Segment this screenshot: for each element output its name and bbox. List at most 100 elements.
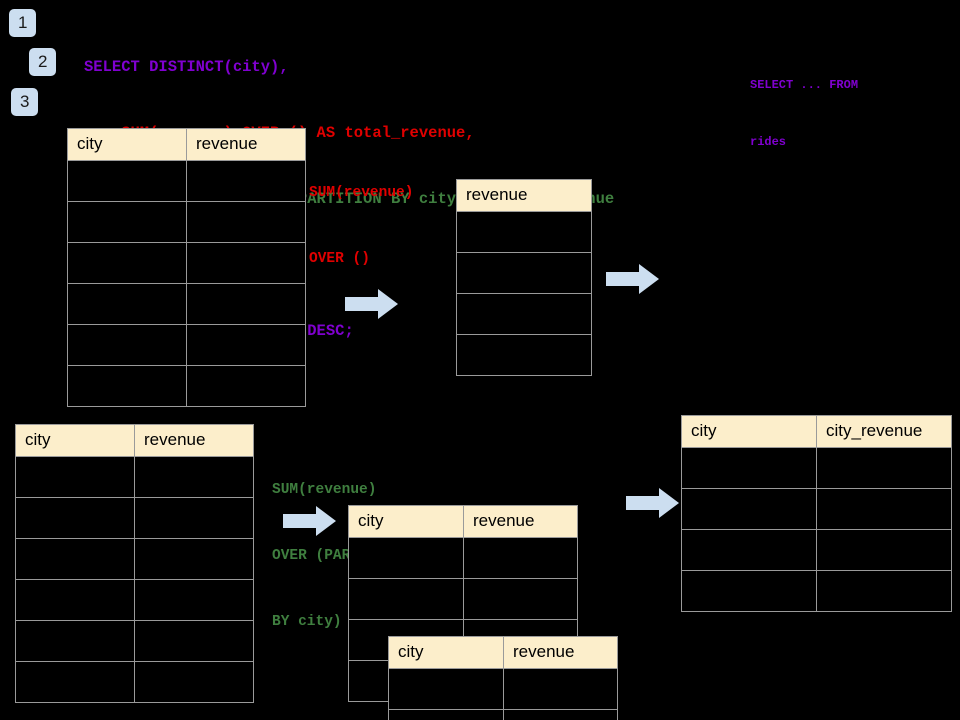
column-header-revenue: revenue [463,505,578,538]
column-header-revenue: revenue [456,179,592,212]
table-row [67,160,306,202]
table-cell [463,578,578,620]
table-cell [388,709,504,720]
column-header-revenue: revenue [134,424,254,457]
table-cell [67,160,187,202]
table-row [15,661,254,703]
table-cell [456,252,592,294]
table-row [681,488,952,530]
annotation-city-revenue-line-3: BY city) [272,614,342,630]
table-cell [348,537,464,579]
total-revenue-table: revenue [456,179,592,376]
table-cell [456,334,592,376]
select-from-rides-note: SELECT ... FROM rides [750,38,858,190]
table-cell [134,579,254,621]
table-cell [681,570,817,612]
column-header-city: city [388,636,504,669]
table-row [456,252,592,294]
table-cell [681,488,817,530]
table-row [15,538,254,580]
table-cell [816,447,952,489]
table-row [456,334,592,376]
table-row [681,447,952,489]
table-row [681,529,952,571]
table-cell [15,538,135,580]
table-cell [186,242,306,284]
select-from-rides-note-line-1: SELECT ... FROM [750,78,859,92]
table-row [67,201,306,243]
arrow-partition-to-result [626,487,680,519]
column-header-city: city [681,415,817,448]
table-cell [816,488,952,530]
table-row [67,365,306,407]
table-cell [503,709,618,720]
step-badge-2: 2 [29,48,57,76]
table-cell [15,661,135,703]
table-row [67,242,306,284]
result-table: city city_revenue [681,415,952,612]
arrow-rides-to-total [345,288,399,320]
column-header-city: city [348,505,464,538]
table-header-row: city revenue [348,505,578,538]
table-cell [15,456,135,498]
arrow-rides-to-partition [283,505,337,537]
table-cell [67,201,187,243]
table-row [456,211,592,253]
table-cell [503,668,618,710]
sql-line-1: SELECT DISTINCT(city), [84,58,289,76]
table-row [15,620,254,662]
select-from-rides-note-line-2: rides [750,135,787,149]
table-cell [134,456,254,498]
table-row [388,709,618,720]
table-cell [681,447,817,489]
table-header-row: city revenue [15,424,254,457]
table-cell [463,537,578,579]
column-header-city: city [15,424,135,457]
table-row [15,497,254,539]
table-row [67,283,306,325]
table-cell [186,365,306,407]
table-row [388,668,618,710]
table-cell [134,497,254,539]
table-header-row: city revenue [67,128,306,161]
annotation-total-revenue-line-2: OVER () [309,251,370,267]
table-cell [134,538,254,580]
table-row [456,293,592,335]
table-row [348,578,578,620]
annotation-total-revenue: SUM(revenue) OVER () [309,138,413,314]
table-cell [388,668,504,710]
arrow-total-to-result [606,263,660,295]
table-cell [134,661,254,703]
table-cell [456,211,592,253]
table-row [681,570,952,612]
table-header-row: city city_revenue [681,415,952,448]
step-badge-3: 3 [11,88,39,116]
table-cell [186,324,306,366]
column-header-city-revenue: city_revenue [816,415,952,448]
column-header-revenue: revenue [186,128,306,161]
table-cell [67,324,187,366]
table-cell [15,620,135,662]
table-cell [67,365,187,407]
step-badge-1: 1 [9,9,37,37]
rides-source-table-bottom: city revenue [15,424,254,703]
table-cell [348,578,464,620]
table-cell [816,529,952,571]
annotation-city-revenue: SUM(revenue) OVER (PARTITION BY city) [272,435,403,677]
table-cell [67,283,187,325]
table-row [67,324,306,366]
annotation-city-revenue-line-1: SUM(revenue) [272,482,377,498]
table-cell [15,497,135,539]
table-header-row: revenue [456,179,592,212]
partition-group-table-front: city revenue [388,636,618,720]
table-cell [134,620,254,662]
rides-source-table-top: city revenue [67,128,306,407]
table-cell [186,283,306,325]
table-cell [15,579,135,621]
annotation-total-revenue-line-1: SUM(revenue) [309,185,414,201]
table-cell [681,529,817,571]
table-cell [816,570,952,612]
table-header-row: city revenue [388,636,618,669]
table-row [15,456,254,498]
